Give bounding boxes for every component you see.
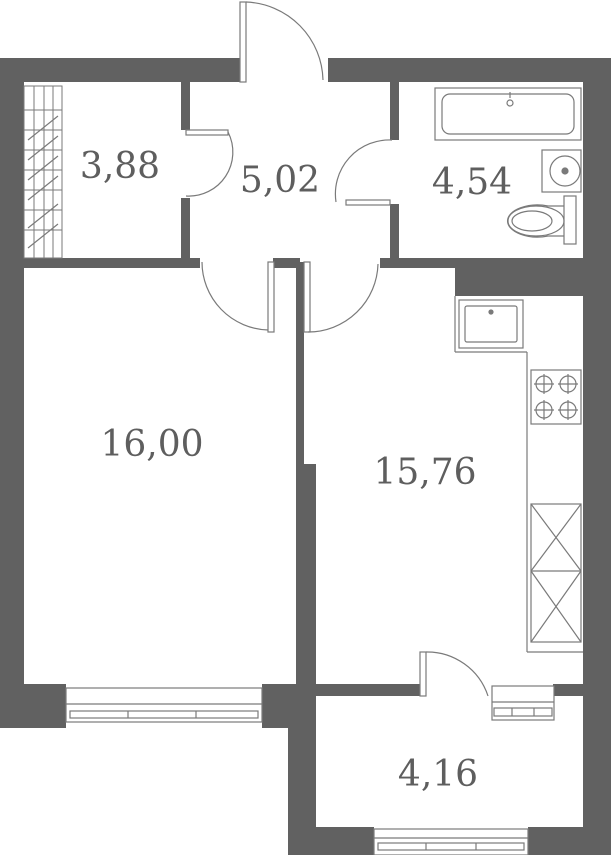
wall-kitchen-bottom-right — [553, 684, 611, 696]
wall-right-lower — [583, 266, 611, 686]
wall-balcony-bottom-left — [288, 827, 374, 855]
wall-balcony-bottom-right — [528, 827, 611, 855]
kitchen-living-area-label: 15,76 — [373, 452, 476, 493]
wall-kitchen-bottom — [316, 684, 420, 696]
sink-icon — [541, 149, 582, 193]
bathroom-area-label: 4,54 — [432, 162, 512, 203]
bathtub-icon — [434, 87, 582, 141]
storage-shelves-icon — [23, 85, 63, 259]
kitchen-counter — [454, 296, 583, 653]
door-icon — [201, 261, 275, 333]
wall-right-upper — [583, 58, 611, 268]
wall-bath-partition-top — [390, 82, 399, 140]
wall-top-left — [0, 58, 242, 82]
kitchen-sink-icon — [458, 299, 524, 349]
wall-left — [0, 58, 24, 728]
wall-bedroom-bottom-left — [0, 684, 66, 728]
storage-area-label: 3,88 — [80, 146, 160, 187]
wall-storage-partition-top — [181, 82, 190, 130]
doors — [185, 1, 489, 697]
balcony-area-label: 4,16 — [398, 754, 478, 795]
wall-storage-bottom — [24, 258, 200, 268]
kitchen-cabinet-icon — [530, 503, 582, 643]
bedroom-area-label: 16,00 — [100, 424, 203, 465]
door-icon — [185, 129, 234, 197]
window-icon — [373, 828, 529, 855]
door-icon — [419, 651, 489, 697]
window-icon — [65, 687, 263, 723]
door-icon — [334, 139, 393, 206]
wall-central-thick — [296, 464, 316, 684]
wall-storage-partition-bottom — [181, 198, 190, 264]
walls — [0, 58, 611, 855]
wall-top-right — [328, 58, 611, 82]
hall-area-label: 5,02 — [240, 160, 320, 201]
toilet-icon — [506, 195, 577, 245]
door-icon — [303, 261, 379, 333]
windows — [65, 685, 555, 855]
wall-bath-bottom — [380, 258, 610, 268]
stove-icon — [530, 369, 582, 425]
wall-bath-partition-bottom — [390, 204, 399, 264]
wall-central-top — [273, 258, 300, 268]
area-labels: 3,88 5,02 4,54 16,00 15,76 4,16 — [80, 146, 512, 795]
door-icon — [239, 1, 324, 83]
window-icon — [491, 685, 555, 721]
